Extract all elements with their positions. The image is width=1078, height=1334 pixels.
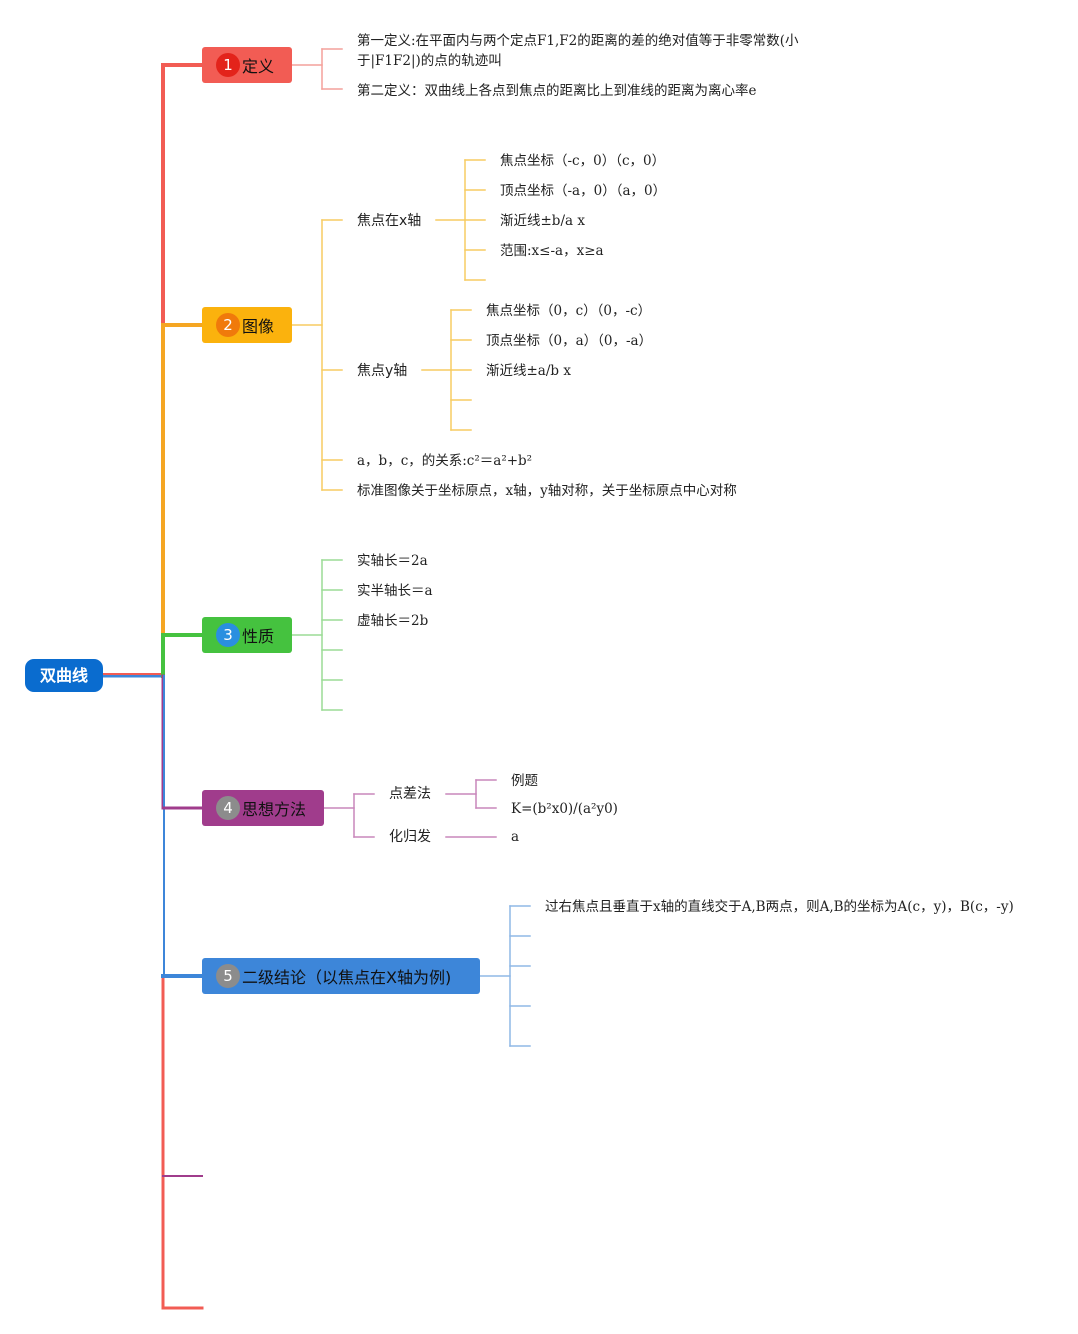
reduction-node[interactable]: 化归发 — [389, 829, 431, 845]
branch-definition[interactable]: 1 定义 — [202, 47, 292, 83]
number-badge-5: 5 — [216, 964, 240, 988]
example-item[interactable]: 例题 — [511, 773, 538, 789]
number-badge-4: 4 — [216, 796, 240, 820]
first-definition-line2[interactable]: 于|F1F2|)的点的轨迹叫 — [357, 53, 502, 69]
branch-method[interactable]: 4 思想方法 — [202, 790, 324, 826]
branch-label: 图像 — [242, 317, 275, 336]
y-focus-coords[interactable]: 焦点坐标（0，c）（0，-c） — [486, 303, 652, 319]
focus-x-axis-node[interactable]: 焦点在x轴 — [357, 213, 422, 229]
y-asymptote[interactable]: 渐近线±a/b x — [486, 363, 571, 379]
focus-y-axis-node[interactable]: 焦点y轴 — [357, 363, 408, 379]
number-badge-2: 2 — [216, 313, 240, 337]
reduction-item[interactable]: a — [511, 829, 520, 845]
x-vertex-coords[interactable]: 顶点坐标（-a，0）（a，0） — [500, 183, 667, 199]
real-axis-length[interactable]: 实轴长＝2a — [357, 553, 428, 569]
branch-conclusion[interactable]: 5 二级结论（以焦点在X轴为例) — [202, 958, 480, 994]
number-badge-1: 1 — [216, 53, 240, 77]
second-definition[interactable]: 第二定义：双曲线上各点到焦点的距离比上到准线的距离为离心率e — [357, 83, 757, 99]
branch-graph[interactable]: 2 图像 — [202, 307, 292, 343]
symmetry-note[interactable]: 标准图像关于坐标原点，x轴，y轴对称，关于坐标原点中心对称 — [357, 483, 737, 499]
x-asymptote[interactable]: 渐近线±b/a x — [500, 213, 585, 229]
branch-property[interactable]: 3 性质 — [202, 617, 292, 653]
branch-label: 二级结论（以焦点在X轴为例) — [242, 968, 452, 987]
x-focus-coords[interactable]: 焦点坐标（-c，0）（c，0） — [500, 153, 666, 169]
slope-formula[interactable]: K=(b²x0)/(a²y0) — [511, 801, 618, 817]
branch-label: 性质 — [242, 627, 275, 646]
y-vertex-coords[interactable]: 顶点坐标（0，a）（0，-a） — [486, 333, 653, 349]
abc-relation[interactable]: a，b，c，的关系:c²＝a²+b² — [357, 453, 533, 469]
first-definition-line1[interactable]: 第一定义:在平面内与两个定点F1,F2的距离的差的绝对值等于非零常数(小 — [357, 33, 799, 49]
branch-label: 定义 — [242, 57, 275, 76]
real-semi-axis-length[interactable]: 实半轴长＝a — [357, 583, 433, 599]
point-difference-node[interactable]: 点差法 — [389, 786, 431, 802]
branch-label: 思想方法 — [242, 800, 307, 819]
x-range[interactable]: 范围:x≤-a，x≥a — [500, 243, 604, 259]
root-node[interactable]: 双曲线 — [25, 659, 103, 692]
imaginary-axis-length[interactable]: 虚轴长＝2b — [357, 613, 429, 629]
number-badge-3: 3 — [216, 623, 240, 647]
conclusion-item[interactable]: 过右焦点且垂直于x轴的直线交于A,B两点，则A,B的坐标为A(c，y)，B(c，… — [545, 899, 1014, 915]
